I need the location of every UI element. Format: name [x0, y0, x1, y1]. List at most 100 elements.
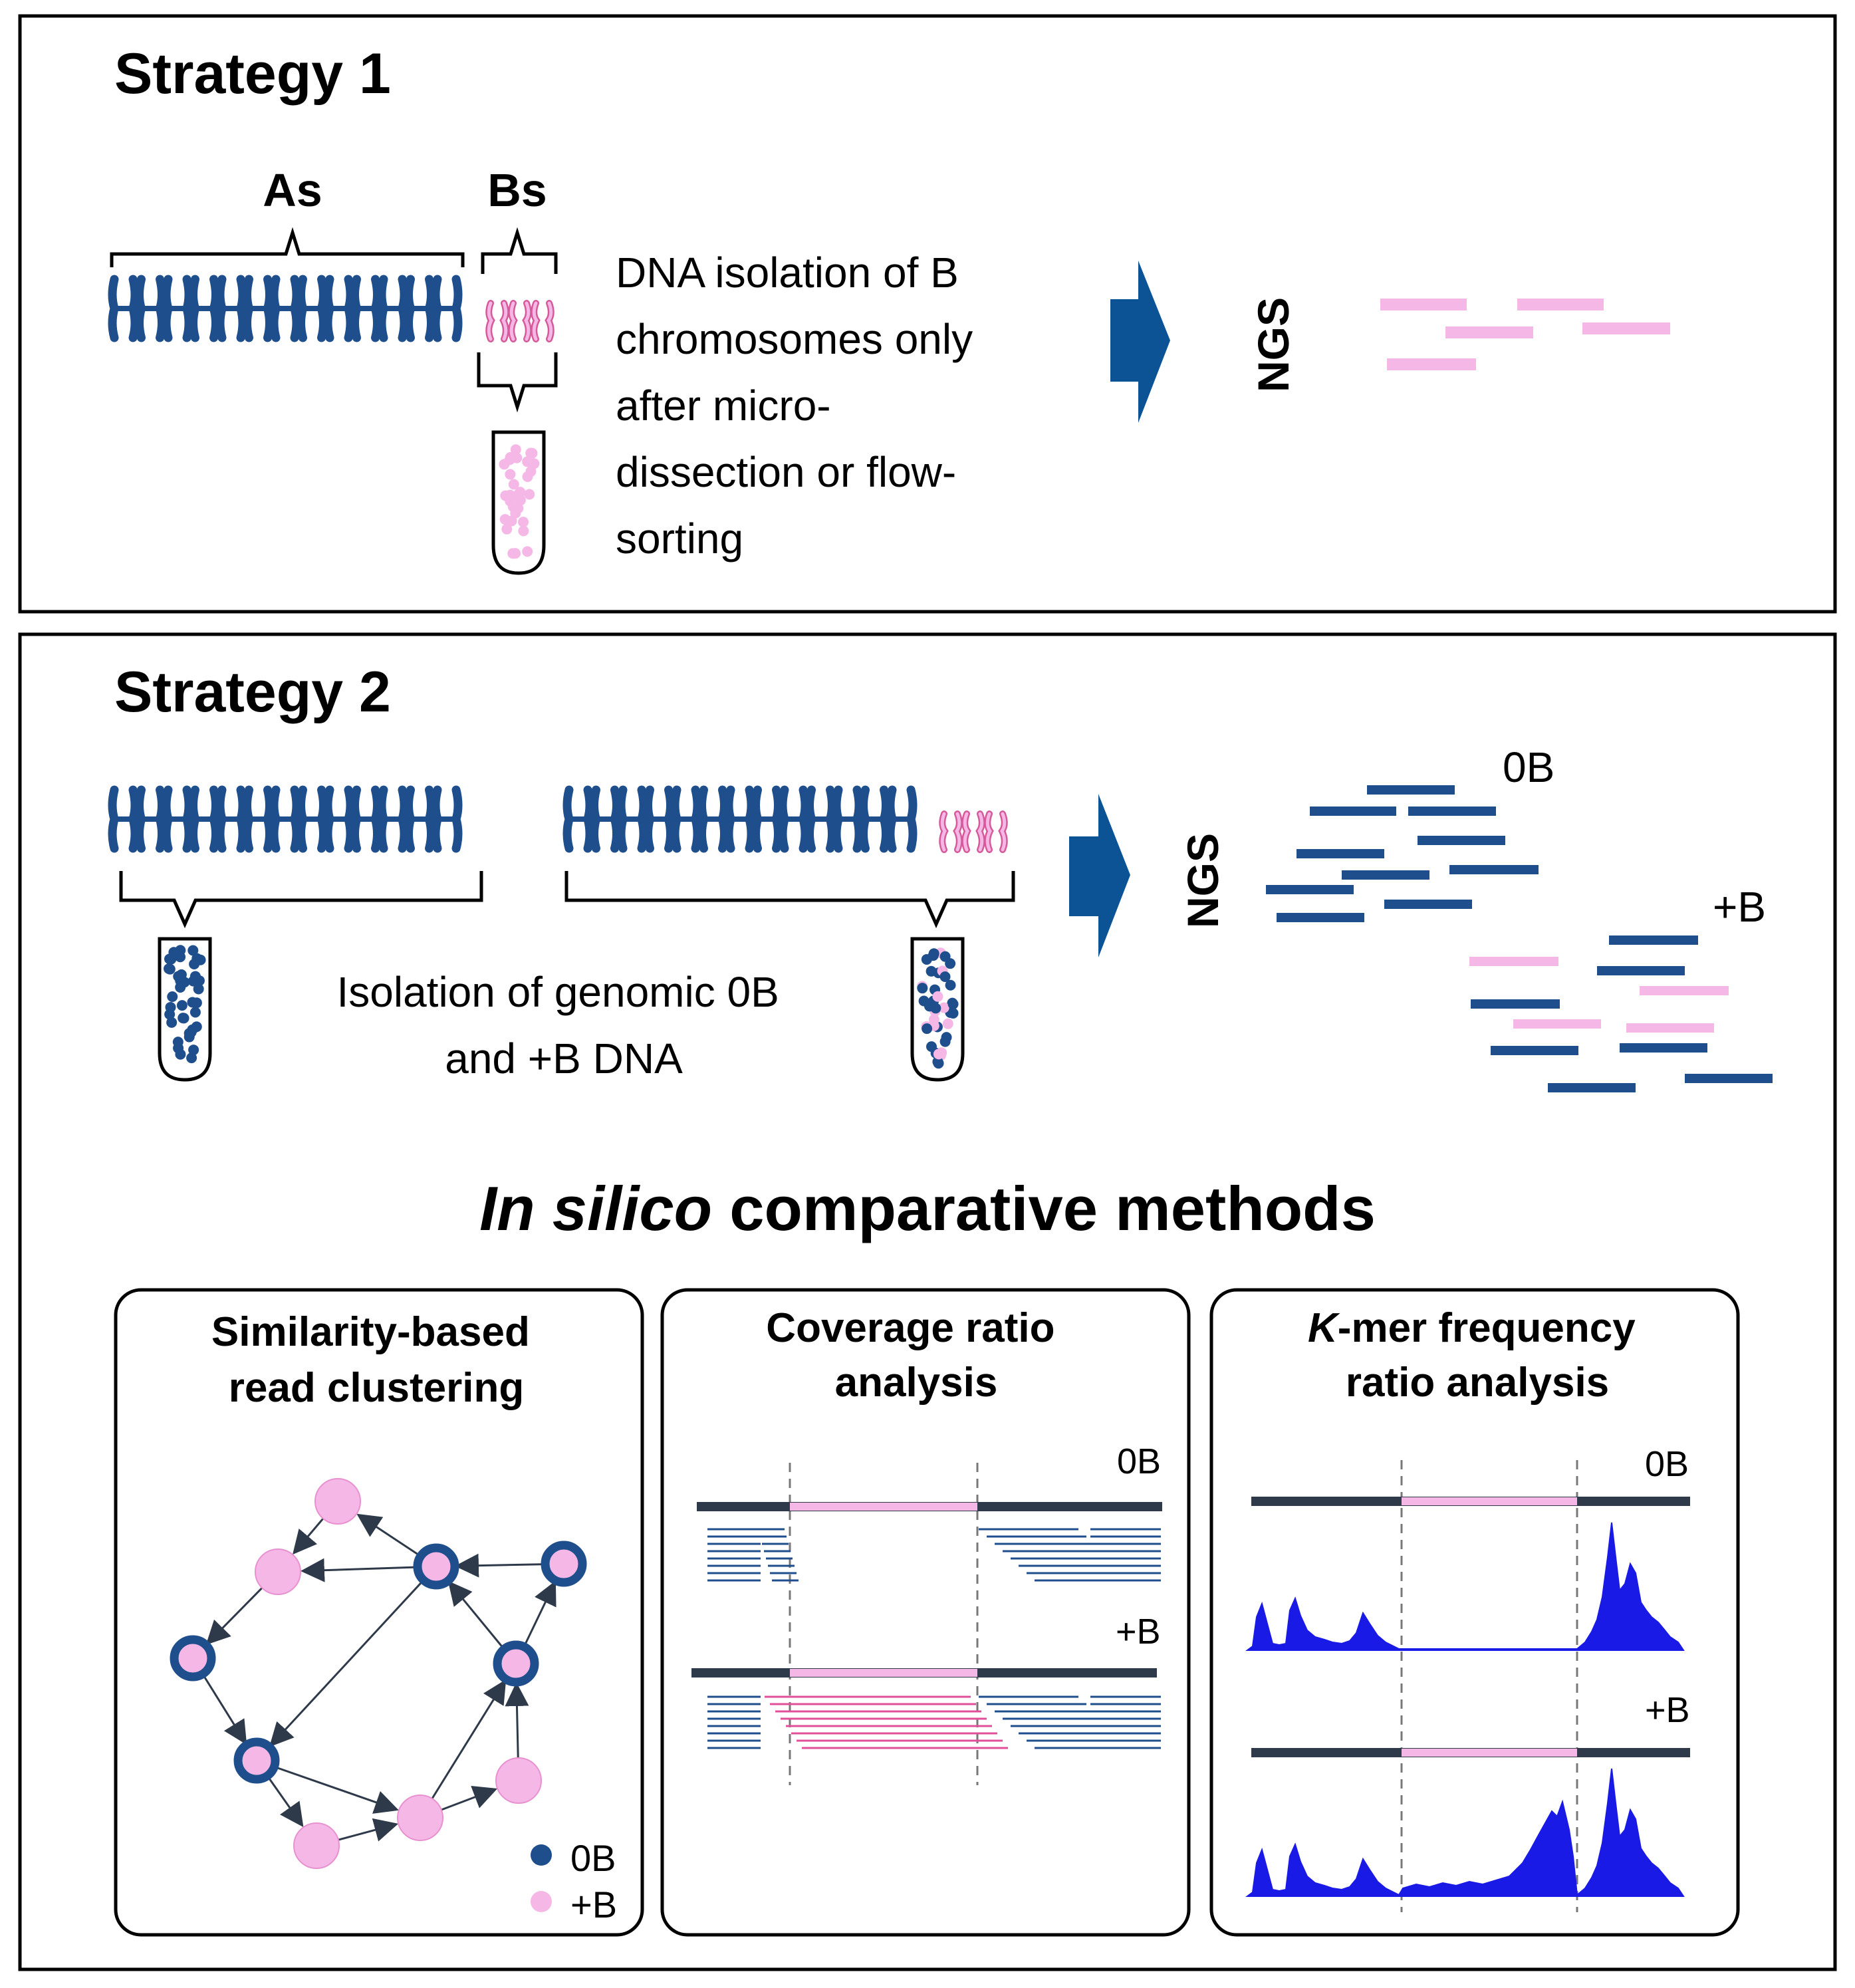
dna-dot [187, 945, 199, 956]
dna-dot [188, 1045, 199, 1056]
a-chromosome [702, 790, 725, 848]
similarity-panel: Similarity-based read clustering 0B +B [114, 1288, 644, 1937]
dna-dot [187, 997, 198, 1008]
similarity-panel-title: Similarity-based read clustering [211, 1309, 541, 1411]
dna-dot [504, 454, 515, 465]
dna-dot [191, 953, 203, 964]
a-chromosome [193, 279, 216, 338]
dna-dot [191, 1021, 202, 1033]
similarity-edge [431, 1679, 507, 1799]
coverage-panel-title: Coverage ratio analysis [766, 1305, 1066, 1406]
a-chromosome [166, 279, 189, 338]
b-chromosome [965, 814, 982, 850]
similarity-edge [356, 1513, 422, 1557]
a-chromosome [301, 279, 324, 338]
cluster-graph [170, 1478, 587, 1869]
bs-brace [481, 227, 558, 274]
a-chromosome [112, 790, 135, 848]
legend-0b-label: 0B [570, 1837, 616, 1879]
coverage-0b-reads [707, 1528, 1161, 1582]
as-brace [110, 227, 465, 267]
plus-b-genome-brace [564, 871, 1015, 929]
plus-b-reads [1469, 935, 1773, 1092]
dna-dot [928, 1014, 939, 1025]
a-chromosome [301, 790, 324, 848]
similarity-edge [201, 1673, 247, 1745]
dna-dot [172, 1037, 184, 1048]
dna-dot [176, 1000, 187, 1011]
a-chromosome [112, 279, 135, 338]
read-node-plus-b [293, 1822, 340, 1869]
a-chromosome [890, 790, 913, 848]
a-chromosome [166, 790, 189, 848]
a-chromosome [435, 790, 458, 848]
read-node-plus-b [495, 1757, 542, 1804]
a-chromosome [274, 279, 297, 338]
kmer-0b-profile [1245, 1522, 1685, 1651]
a-chromosome [810, 790, 832, 848]
strategy-1-panel: Strategy 1 As Bs DNA isolation of B chro… [18, 14, 1837, 614]
in-silico-title: In silico comparative methods [479, 1174, 1376, 1243]
dna-dot [921, 953, 932, 965]
reads-plus-b-label: +B [1713, 883, 1766, 931]
a-chromosome [140, 279, 162, 338]
similarity-edge [523, 1580, 556, 1648]
reads-0b-label: 0B [1503, 743, 1554, 791]
strategy-1-frame [18, 14, 1837, 614]
similarity-edge [454, 1553, 546, 1578]
kmer-panel-frame [1209, 1288, 1740, 1937]
a-chromosome [729, 790, 751, 848]
strategy-2-ngs-label: NGS [1178, 833, 1227, 928]
dna-dot [164, 963, 175, 974]
strategy-2-frame [18, 632, 1837, 1971]
dna-dot [522, 546, 533, 557]
dna-dot [939, 971, 951, 982]
coverage-plus-b-reads [707, 1695, 1161, 1749]
a-chromosome [220, 279, 243, 338]
dna-dot [518, 525, 529, 537]
label-bs: Bs [487, 164, 547, 216]
dna-dot [511, 490, 523, 501]
dna-dot [510, 444, 521, 455]
a-chromosome [864, 790, 886, 848]
bs-lower-brace [477, 352, 558, 413]
dna-dot [939, 951, 951, 962]
label-as: As [263, 164, 322, 216]
dna-dot [166, 953, 177, 965]
a-chromosome [382, 279, 404, 338]
similarity-edge [505, 1681, 529, 1759]
a-chromosome [247, 790, 270, 848]
dna-dot [189, 971, 201, 982]
strategy-2-description: Isolation of genomic 0B and +B DNA [336, 968, 791, 1082]
read-node-plus-b [397, 1795, 443, 1841]
b-chromosome [942, 814, 959, 850]
dna-dot [186, 1053, 197, 1064]
a-chromosome [220, 790, 243, 848]
read-node-0b [413, 1543, 459, 1590]
kmer-panel: K-mer frequency ratio analysis 0B +B [1209, 1288, 1740, 1937]
similarity-edge [338, 1818, 399, 1842]
a-chromosome [783, 790, 805, 848]
a-chromosome [836, 790, 859, 848]
similarity-edge [441, 1785, 498, 1811]
dna-dot [505, 469, 516, 480]
0b-reads [1266, 785, 1539, 922]
similarity-edge [300, 1558, 418, 1582]
strategy-2-panel: Strategy 2 Isolation of genomic 0B and +… [18, 632, 1837, 1971]
similarity-edge [269, 1579, 425, 1747]
strategy-1-description: DNA isolation of B chromosomes only afte… [616, 249, 985, 562]
b-chromosome [534, 303, 551, 339]
dna-dot [941, 1032, 952, 1043]
dna-dot [917, 983, 928, 994]
kmer-plus-b-label: +B [1645, 1690, 1690, 1730]
dna-dot [933, 1049, 944, 1060]
dna-dot [522, 456, 533, 467]
a-chromosomes-0b-genome [112, 790, 458, 848]
a-chromosome [594, 790, 617, 848]
similarity-edge [273, 1765, 399, 1814]
coverage-panel-frame [660, 1288, 1191, 1937]
a-chromosome [193, 790, 216, 848]
dna-dot [524, 489, 535, 500]
similarity-panel-frame [114, 1288, 644, 1937]
a-chromosome [435, 279, 458, 338]
